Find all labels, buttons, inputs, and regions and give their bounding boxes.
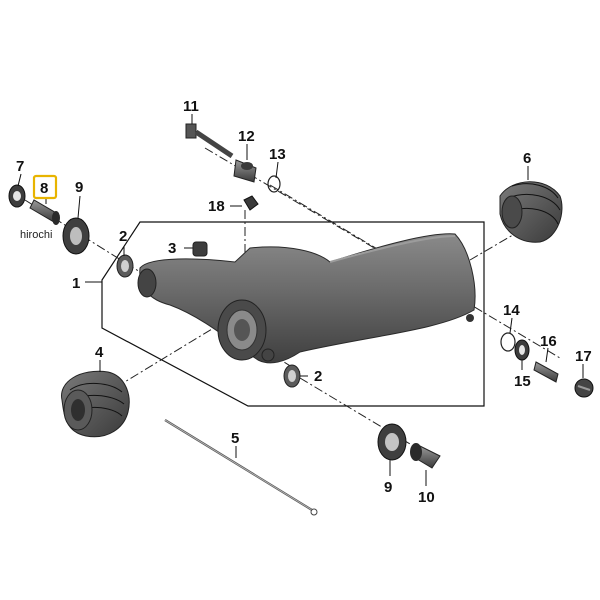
- callout-7: 7: [16, 158, 24, 175]
- retaining-clip: [243, 195, 259, 211]
- callout-10: 10: [418, 489, 435, 506]
- washer-right: [514, 339, 530, 361]
- callout-8-highlight: [32, 174, 58, 200]
- leader-lines: [17, 114, 584, 486]
- sleeve-nut: [233, 159, 257, 183]
- callout-18: 18: [208, 198, 225, 215]
- flange-bearing-upper: [62, 217, 90, 255]
- callout-5: 5: [231, 430, 239, 447]
- callout-9-upper: 9: [75, 179, 83, 196]
- callout-17: 17: [575, 348, 592, 365]
- callout-14: 14: [503, 302, 520, 319]
- flange-bearing-lower: [377, 423, 407, 461]
- callout-11: 11: [183, 98, 199, 115]
- end-cap: [574, 378, 594, 398]
- o-ring-upper: [267, 175, 281, 193]
- callout-15: 15: [514, 373, 531, 390]
- callout-6: 6: [523, 150, 531, 167]
- swing-arm-housing: [137, 233, 476, 364]
- rubber-boot-upper: [499, 181, 563, 243]
- callout-12: 12: [238, 128, 255, 145]
- callout-2-lower: 2: [314, 368, 322, 385]
- callout-1: 1: [72, 275, 80, 292]
- callout-3: 3: [168, 240, 176, 257]
- bushing: [192, 241, 208, 257]
- pivot-pin-right: [533, 361, 559, 383]
- left-bore: [137, 268, 157, 298]
- callout-9-lower: 9: [384, 479, 392, 496]
- washer-left: [8, 184, 26, 208]
- bearing-upper: [116, 254, 134, 278]
- clamp-strap: [164, 419, 318, 516]
- callout-labels: 1 2 2 3 4 5 6 7 8 9 9 10 11 12 13 14 15 …: [16, 98, 592, 506]
- pivot-pin-lower: [410, 443, 441, 469]
- callout-8: 8: [40, 180, 48, 197]
- pivot-pin-left: [29, 199, 60, 225]
- callout-2-upper: 2: [119, 228, 127, 245]
- callout-16: 16: [540, 333, 557, 350]
- bearing-lower: [283, 364, 301, 388]
- callout-4: 4: [95, 344, 104, 361]
- long-bolt: [185, 123, 234, 159]
- o-ring-lower: [500, 332, 516, 352]
- callout-13: 13: [269, 146, 286, 163]
- assembly-outline: [101, 221, 485, 407]
- watermark-text: hirochi: [20, 229, 52, 241]
- rubber-boot: [61, 370, 130, 438]
